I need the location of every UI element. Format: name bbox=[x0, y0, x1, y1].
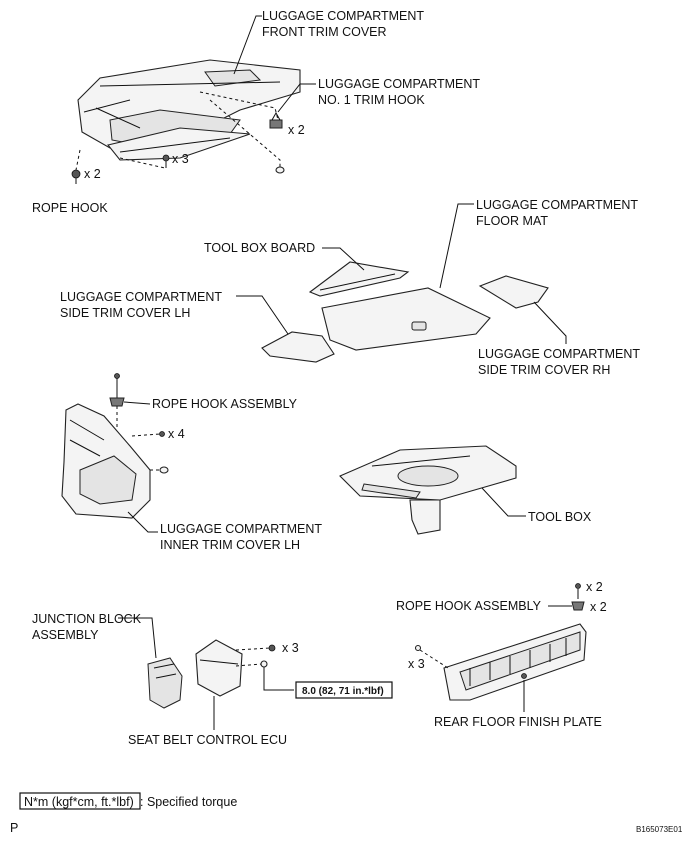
leader-trim-hook bbox=[277, 83, 316, 113]
qty-front-cover-clips: x 3 bbox=[172, 152, 189, 166]
label-front-trim-cover-1: LUGGAGE COMPARTMENT bbox=[262, 9, 424, 23]
qty-rope-hook-lower-hooks: x 2 bbox=[590, 600, 607, 614]
label-side-trim-rh-2: SIDE TRIM COVER RH bbox=[478, 363, 610, 377]
side-trim-lh-part bbox=[261, 331, 335, 363]
leader-tool-box bbox=[481, 487, 526, 517]
legend-unit-text: N*m (kgf*cm, ft.*lbf) bbox=[24, 795, 134, 809]
qty-rope-hook: x 2 bbox=[84, 167, 101, 181]
trim-hook-part bbox=[269, 111, 283, 129]
leader-junction-block bbox=[118, 617, 157, 659]
leader-rope-hook-assembly-upper bbox=[123, 401, 151, 405]
dash-cover-clip-line bbox=[209, 99, 281, 168]
qty-rear-plate-clips: x 3 bbox=[408, 657, 425, 671]
label-rope-hook-assembly-upper: ROPE HOOK ASSEMBLY bbox=[152, 397, 298, 411]
label-tool-box: TOOL BOX bbox=[528, 510, 592, 524]
qty-ecu-nuts: x 3 bbox=[282, 641, 299, 655]
label-seat-belt-ecu: SEAT BELT CONTROL ECU bbox=[128, 733, 287, 747]
dash-trim-hook-line bbox=[199, 91, 279, 121]
dash-rope-hook-line bbox=[75, 149, 81, 171]
dash-ecu-nut bbox=[235, 647, 271, 651]
legend-description: : Specified torque bbox=[140, 795, 237, 809]
label-front-trim-cover-2: FRONT TRIM COVER bbox=[262, 25, 387, 39]
label-tool-box-board: TOOL BOX BOARD bbox=[204, 241, 315, 255]
leader-front-trim-cover bbox=[233, 15, 262, 75]
label-junction-block-1: JUNCTION BLOCK bbox=[32, 612, 142, 626]
cover-clip-icon bbox=[275, 166, 285, 174]
label-floor-mat-1: LUGGAGE COMPARTMENT bbox=[476, 198, 638, 212]
label-trim-hook-1: LUGGAGE COMPARTMENT bbox=[318, 77, 480, 91]
tool-box-part bbox=[339, 445, 517, 535]
leader-floor-mat bbox=[439, 203, 474, 289]
ecu-nut-2-icon bbox=[260, 660, 268, 668]
ecu-nut-icon bbox=[268, 644, 276, 652]
dash-inner-clip bbox=[131, 433, 161, 437]
torque-box bbox=[295, 681, 393, 699]
label-side-trim-lh-2: SIDE TRIM COVER LH bbox=[60, 306, 190, 320]
page-marker: P bbox=[10, 821, 18, 835]
seat-belt-ecu-part bbox=[195, 639, 243, 697]
rear-plate-clip-icon bbox=[414, 644, 422, 652]
leader-side-trim-rh bbox=[533, 301, 567, 344]
side-trim-rh-part bbox=[478, 275, 549, 309]
leader-inner-trim-lh bbox=[127, 511, 158, 533]
inner-trim-clip-2-icon bbox=[159, 466, 169, 474]
front-cover-clip-icon bbox=[162, 154, 170, 168]
qty-inner-trim-clips: x 4 bbox=[168, 427, 185, 441]
torque-value: 8.0 (82, 71 in.*lbf) bbox=[302, 686, 384, 697]
qty-rope-hook-lower-bolts: x 2 bbox=[586, 580, 603, 594]
rope-hook-assembly-upper-icon bbox=[109, 373, 125, 407]
qty-trim-hook: x 2 bbox=[288, 123, 305, 137]
leader-side-trim-lh bbox=[236, 295, 289, 335]
junction-block-part bbox=[147, 657, 183, 709]
inner-trim-cover-part bbox=[61, 403, 151, 519]
label-rear-floor-plate: REAR FLOOR FINISH PLATE bbox=[434, 715, 602, 729]
label-junction-block-2: ASSEMBLY bbox=[32, 628, 99, 642]
label-inner-trim-lh-2: INNER TRIM COVER LH bbox=[160, 538, 300, 552]
inner-trim-clip-icon bbox=[159, 431, 165, 437]
label-rope-hook: ROPE HOOK bbox=[32, 201, 108, 215]
tool-box-board-part bbox=[308, 261, 410, 297]
dash-clip-line bbox=[119, 157, 166, 169]
legend-unit-box bbox=[19, 792, 141, 810]
label-side-trim-lh-1: LUGGAGE COMPARTMENT bbox=[60, 290, 222, 304]
leader-torque bbox=[263, 667, 294, 691]
label-side-trim-rh-1: LUGGAGE COMPARTMENT bbox=[478, 347, 640, 361]
label-trim-hook-2: NO. 1 TRIM HOOK bbox=[318, 93, 425, 107]
floor-mat-part bbox=[321, 287, 491, 351]
front-trim-cover-part bbox=[77, 59, 301, 161]
label-inner-trim-lh-1: LUGGAGE COMPARTMENT bbox=[160, 522, 322, 536]
label-rope-hook-assembly-lower: ROPE HOOK ASSEMBLY bbox=[396, 599, 542, 613]
label-floor-mat-2: FLOOR MAT bbox=[476, 214, 548, 228]
rope-hook-lower-hook-icon bbox=[571, 601, 585, 611]
rear-floor-plate-part bbox=[443, 623, 587, 701]
rope-hook-lower-bolt-icon bbox=[575, 583, 581, 596]
leader-tool-box-board bbox=[322, 247, 365, 271]
dash-ecu-nut-2 bbox=[235, 663, 263, 667]
figure-id: B165073E01 bbox=[636, 825, 683, 834]
rope-hook-fastener-icon bbox=[71, 169, 81, 184]
